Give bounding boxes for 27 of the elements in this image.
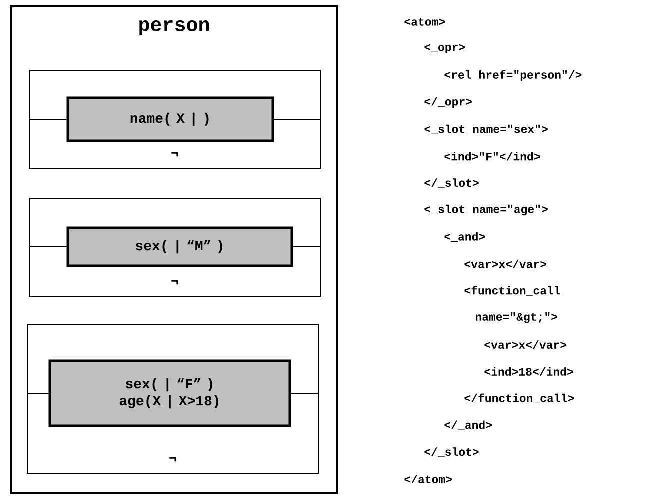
connector-line: [292, 246, 322, 248]
code-line: <var>x</var>: [464, 260, 546, 268]
code-line: <ind>"F"</ind>: [444, 152, 540, 161]
code-line: <_and>: [444, 232, 486, 242]
code-line: <rel href="person"/>: [444, 70, 582, 82]
code-line: <var>x</var>: [484, 340, 566, 350]
connector-line: [28, 119, 68, 120]
code-line: <_slot name="age">: [424, 204, 548, 216]
code-line: <ind>18</ind>: [484, 368, 574, 376]
predicate-box: sex( | “F” ) age(X | X>18): [48, 360, 292, 428]
predicate-box: sex( | “M” ): [66, 226, 294, 268]
connector-line: [28, 246, 68, 248]
code-line: </atom>: [404, 475, 452, 484]
code-line: <_slot name="sex">: [424, 124, 548, 134]
connector-line: [274, 119, 322, 120]
code-line: </_slot>: [424, 178, 479, 188]
code-line: </_and>: [444, 420, 492, 430]
code-line: <function_call: [464, 286, 560, 296]
code-line: <_opr>: [424, 44, 466, 54]
code-line: </_slot>: [424, 448, 479, 458]
connector-line: [26, 393, 50, 394]
code-line: </_opr>: [424, 97, 472, 108]
code-line: </function_call>: [464, 394, 574, 404]
code-line: name="&gt;">: [476, 312, 558, 324]
predicate-box: name( X | ): [66, 96, 274, 142]
connector-line: [290, 393, 320, 394]
code-line: <atom>: [404, 18, 446, 26]
